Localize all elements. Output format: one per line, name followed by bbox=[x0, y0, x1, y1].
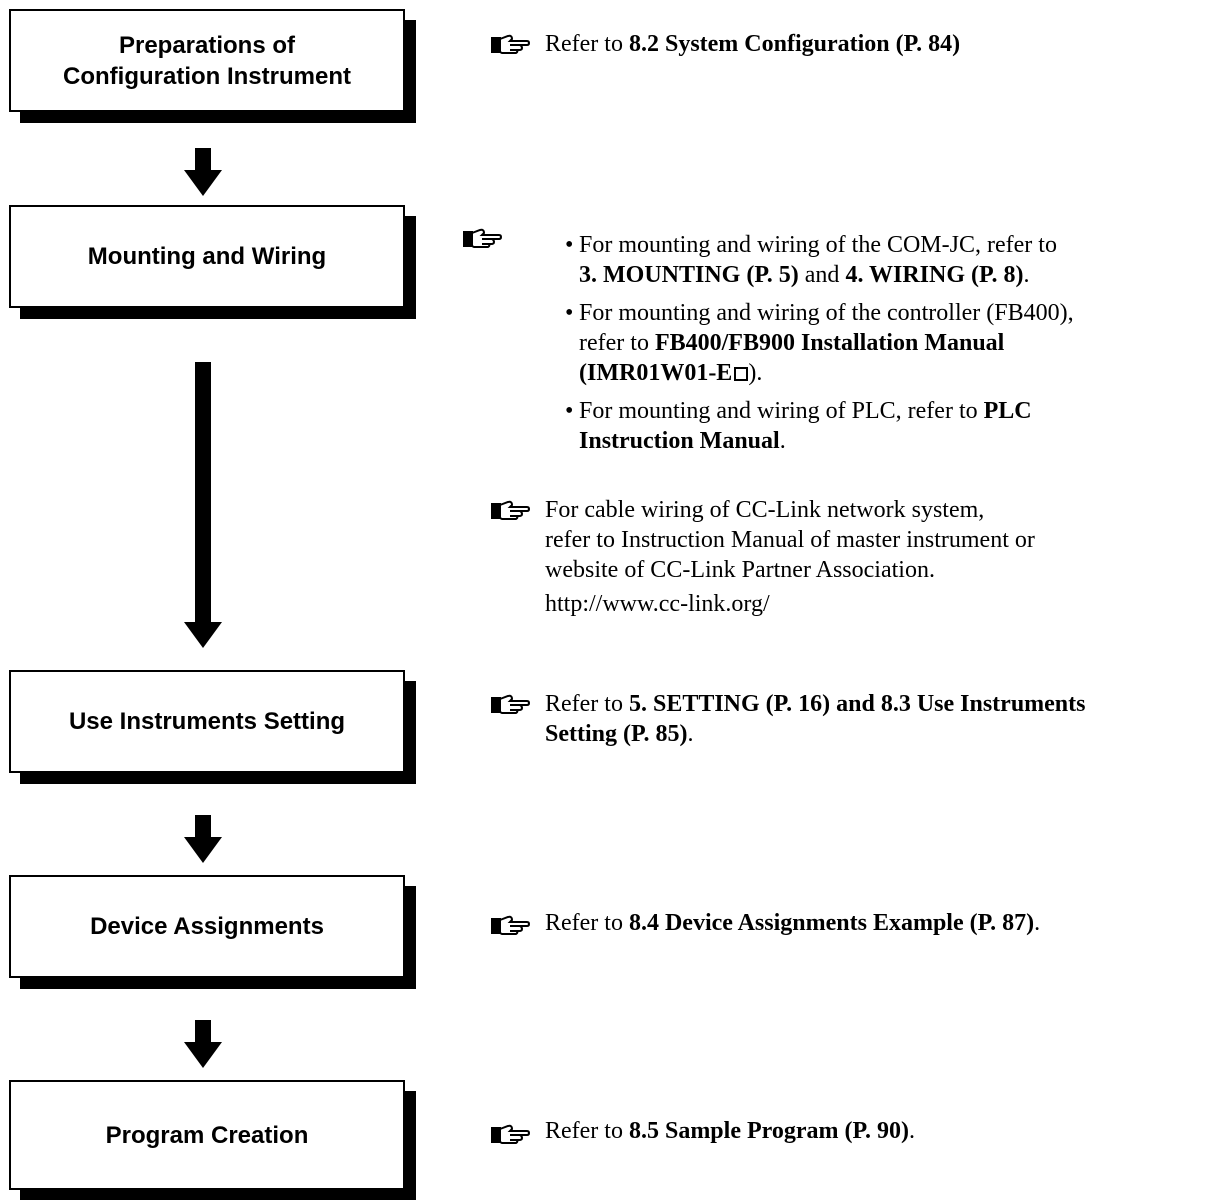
reference-text: Refer to 8.4 Device Assignments Example … bbox=[545, 910, 1041, 936]
step-label: Program Creation bbox=[105, 1121, 309, 1149]
step-label: Device Assignments bbox=[90, 913, 324, 940]
list-item: • For mounting and wiring of the COM-JC,… bbox=[565, 232, 1057, 288]
square-placeholder-icon bbox=[734, 367, 749, 381]
pointing-hand-icon bbox=[491, 500, 530, 520]
step-label: Use Instruments Setting bbox=[68, 708, 346, 735]
pointing-hand-icon bbox=[491, 915, 530, 935]
step-use-instruments-setting: Use Instruments Setting bbox=[9, 670, 405, 773]
pointing-hand-icon bbox=[491, 1124, 530, 1144]
pointing-hand-icon bbox=[491, 694, 530, 714]
step-program-creation: Program Creation bbox=[9, 1080, 405, 1190]
step-preparations: Preparations of Configuration Instrument bbox=[9, 9, 405, 112]
list-item: • For mounting and wiring of the control… bbox=[565, 300, 1074, 386]
step-mounting-wiring: Mounting and Wiring bbox=[9, 205, 405, 308]
list-item: • For mounting and wiring of PLC, refer … bbox=[565, 398, 1032, 454]
step-device-assignments: Device Assignments bbox=[9, 875, 405, 978]
pointing-hand-icon bbox=[463, 228, 502, 248]
reference-text: Refer to 8.2 System Configuration (P. 84… bbox=[545, 31, 961, 57]
step-label: Mounting and Wiring bbox=[87, 243, 327, 270]
url-link[interactable]: http://www.cc-link.org/ bbox=[545, 591, 770, 617]
reference-text: For cable wiring of CC-Link network syst… bbox=[545, 497, 1035, 617]
reference-text: Refer to 8.5 Sample Program (P. 90). bbox=[545, 1118, 915, 1144]
step-label: Preparations of Configuration Instrument bbox=[63, 31, 351, 90]
reference-text: Refer to 5. SETTING (P. 16) and 8.3 Use … bbox=[545, 691, 1086, 747]
pointing-hand-icon bbox=[491, 34, 530, 54]
